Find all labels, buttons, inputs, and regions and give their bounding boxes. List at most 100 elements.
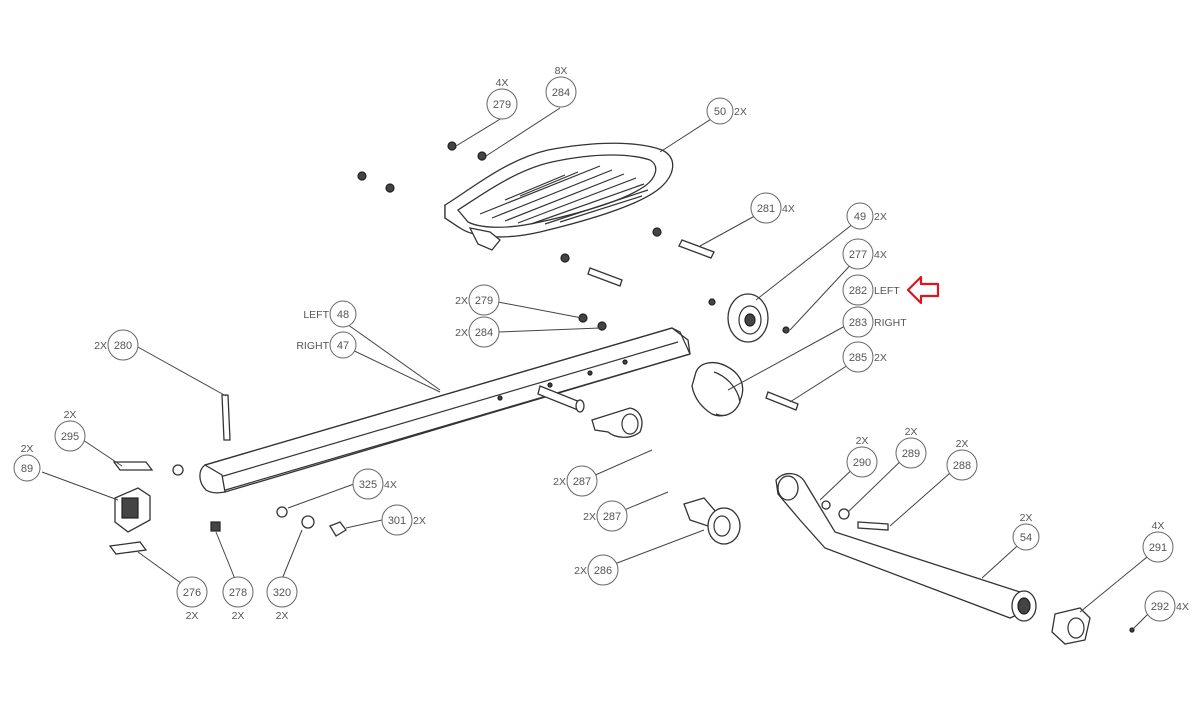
pedal-footplate-part — [444, 142, 674, 251]
callout-bubble — [587, 554, 619, 586]
callout-quantity: 4X — [384, 479, 397, 491]
callout-279: 279 4X — [486, 77, 518, 120]
callout-bubble — [266, 576, 298, 608]
callout-bubble — [176, 576, 208, 608]
callout-number: 282 — [849, 285, 867, 297]
callout-48: 48 LEFT — [303, 300, 357, 328]
callout-quantity: 2X — [905, 426, 918, 438]
callout-number: 279 — [475, 295, 493, 307]
main-rail-part — [199, 327, 691, 494]
callout-number: 283 — [849, 317, 867, 329]
callout-bubble — [596, 500, 628, 532]
callout-quantity: 2X — [455, 295, 468, 307]
callout-295: 295 2X — [54, 409, 86, 452]
roller-part — [683, 497, 741, 545]
end-roller-part — [1051, 607, 1135, 645]
leader-lines — [41, 107, 1159, 631]
callout-bubble — [13, 454, 41, 482]
callout-number: 284 — [475, 327, 493, 339]
callout-number: 276 — [183, 587, 201, 599]
callout-291: 291 4X — [1142, 520, 1174, 563]
callout-quantity: 2X — [232, 610, 245, 622]
callout-quantity: 4X — [874, 249, 887, 261]
callout-quantity: 2X — [734, 106, 747, 118]
callout-281: 281 4X — [750, 192, 795, 224]
callout-number: 286 — [594, 565, 612, 577]
axle-pin-part — [537, 385, 585, 413]
end-cap-part — [691, 361, 744, 417]
callout-number: 287 — [573, 476, 591, 488]
callout-number: 279 — [493, 99, 511, 111]
callout-side-label: LEFT — [874, 285, 900, 297]
callout-bubble — [895, 437, 927, 469]
bracket-part — [591, 407, 643, 438]
callout-number: 47 — [337, 340, 349, 352]
callout-quantity: 4X — [782, 203, 795, 215]
callout-290: 290 2X — [846, 435, 878, 478]
callout-quantity: 2X — [186, 610, 199, 622]
callout-number: 278 — [229, 587, 247, 599]
callout-282: 282 LEFT — [842, 274, 900, 306]
callout-side-label: LEFT — [303, 309, 329, 321]
callout-number: 290 — [853, 457, 871, 469]
callout-number: 325 — [359, 479, 377, 491]
callout-quantity: 4X — [1152, 520, 1165, 532]
callout-number: 280 — [114, 340, 132, 352]
callout-number: 288 — [953, 460, 971, 472]
callout-bubble — [468, 316, 500, 348]
callout-bubble — [468, 284, 500, 316]
callout-number: 49 — [854, 211, 866, 223]
callout-bubble — [54, 420, 86, 452]
callout-quantity: 2X — [64, 409, 77, 421]
callout-286: 286 2X — [574, 554, 619, 586]
callout-number: 287 — [603, 511, 621, 523]
callout-bubble — [329, 300, 357, 328]
callout-quantity: 2X — [574, 565, 587, 577]
callout-number: 277 — [849, 249, 867, 261]
callout-number: 291 — [1149, 542, 1167, 554]
callout-quantity: 2X — [94, 340, 107, 352]
callout-number: 295 — [61, 431, 79, 443]
pedal-hardware — [357, 141, 790, 334]
callout-number: 301 — [388, 515, 406, 527]
callout-325: 325 4X — [352, 468, 397, 500]
callout-number: 289 — [902, 448, 920, 460]
callout-quantity: 4X — [496, 77, 509, 89]
callout-number: 320 — [273, 587, 291, 599]
callout-bubble — [846, 446, 878, 478]
callout-bubble — [1012, 523, 1040, 551]
callout-bubble — [486, 88, 518, 120]
callout-side-label: RIGHT — [296, 340, 329, 352]
callout-number: 281 — [757, 203, 775, 215]
callout-quantity: 2X — [856, 435, 869, 447]
callout-number: 284 — [552, 87, 570, 99]
highlight-arrow-icon — [906, 275, 940, 305]
callout-bubble — [706, 97, 734, 125]
callout-bubble — [750, 192, 782, 224]
callout-number: 48 — [337, 309, 349, 321]
callout-quantity: 4X — [1176, 601, 1189, 613]
link-arm-part — [775, 473, 1037, 622]
rear-foot-part — [108, 461, 347, 555]
callout-47: 47 RIGHT — [296, 331, 357, 359]
callout-bubble — [566, 465, 598, 497]
callout-bubble — [222, 576, 254, 608]
callout-number: 285 — [849, 352, 867, 364]
callout-bubble — [352, 468, 384, 500]
